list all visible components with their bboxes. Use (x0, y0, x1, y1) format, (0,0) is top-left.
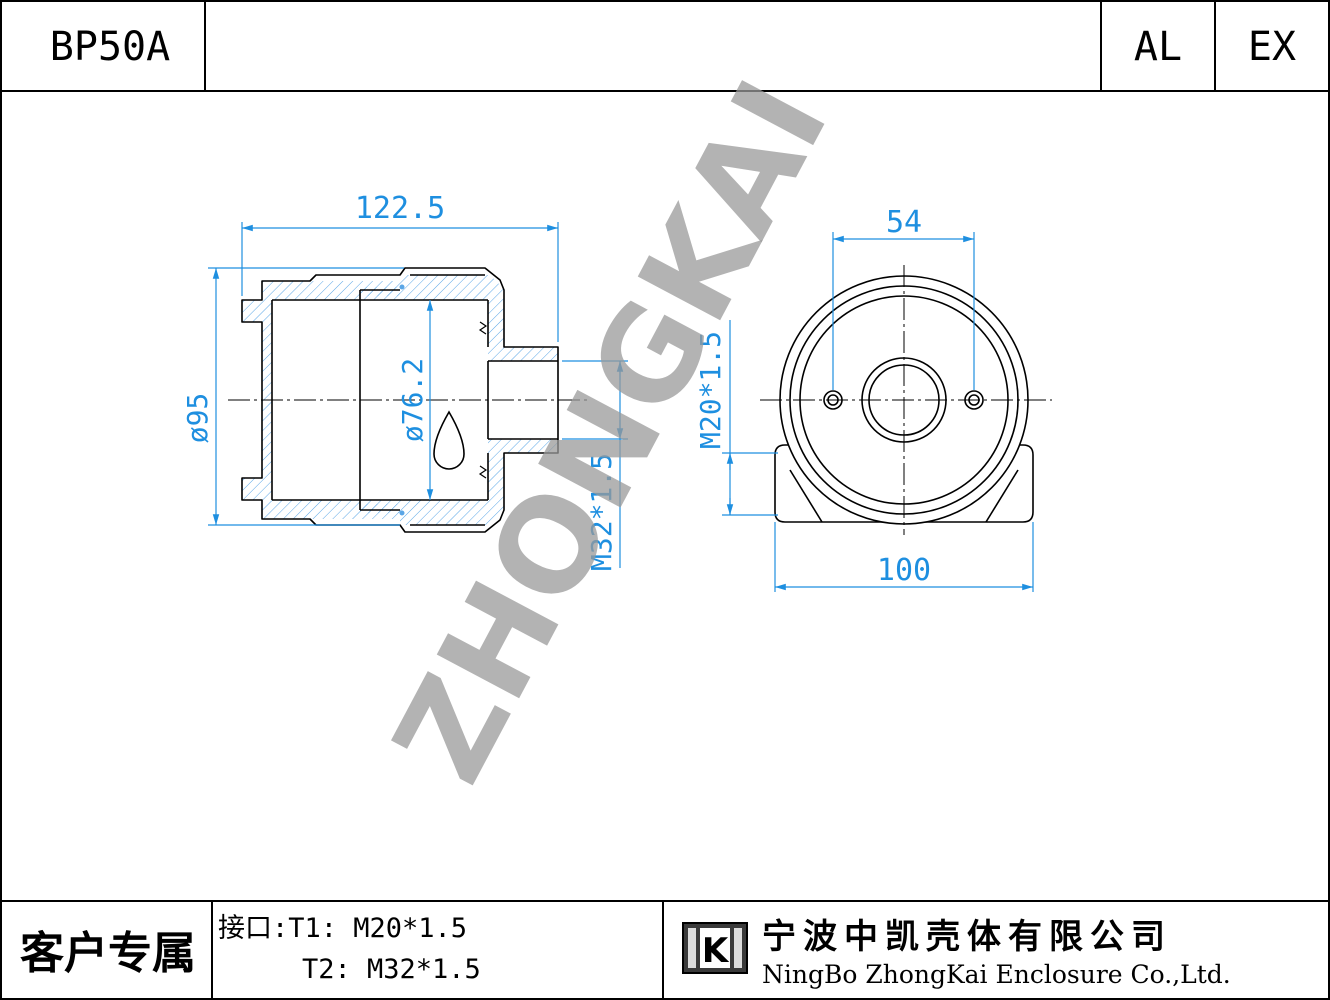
rating-code: EX (1248, 24, 1296, 70)
logo-letter: K (702, 931, 730, 971)
company-name-cn: 宁波中凯壳体有限公司 (762, 917, 1172, 957)
dim-length: 122.5 (355, 191, 445, 226)
dim-width: 100 (877, 553, 931, 588)
customer-label: 客户专属 (20, 928, 196, 979)
drop-hole (433, 410, 465, 470)
company-logo-icon: K (682, 922, 748, 974)
company-name-en: NingBo ZhongKai Enclosure Co.,Ltd. (762, 960, 1231, 989)
dim-port-t1: M20*1.5 (694, 331, 727, 449)
dim-hole-spacing: 54 (886, 205, 922, 240)
front-dimensions (722, 232, 1034, 592)
model-number: BP50A (50, 24, 170, 70)
dim-diameter: ø95 (181, 393, 214, 444)
front-centerlines (760, 265, 1052, 535)
dim-port-t2: M32*1.5 (585, 453, 618, 571)
dim-inner-diameter: ø76.2 (396, 358, 429, 442)
side-dimensions (208, 222, 628, 568)
ports-line-2: T2: M32*1.5 (302, 954, 481, 985)
material-code: AL (1134, 24, 1182, 70)
side-section-view (228, 267, 590, 533)
ports-line-1: 接口:T1: M20*1.5 (218, 913, 467, 944)
